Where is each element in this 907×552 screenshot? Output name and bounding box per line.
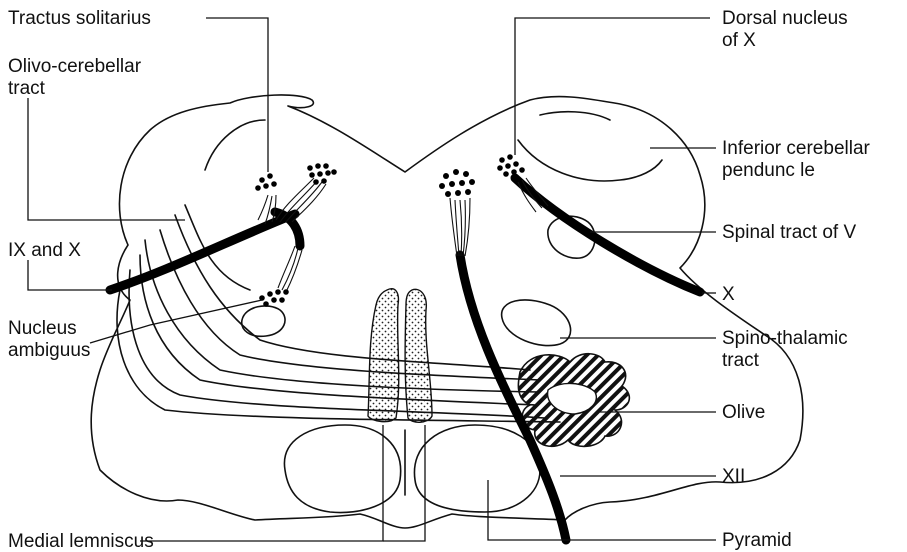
dorsal-vagal-dots-left <box>307 163 337 185</box>
label-dorsal-nucleus-line1: Dorsal nucleus <box>722 8 848 29</box>
medial-lemniscus-left <box>368 289 399 422</box>
left-peduncle-inner-contour <box>205 120 265 170</box>
label-medial-lemniscus: Medial lemniscus <box>8 531 154 552</box>
label-olivo-cerebellar-line2: tract <box>8 78 46 99</box>
ix-x-root-left <box>110 214 295 290</box>
label-nucleus-ambiguus-line1: Nucleus <box>8 318 77 339</box>
dorsal-nucleus-x-dots <box>497 154 525 177</box>
right-peduncle-inner-contour <box>518 140 662 181</box>
label-ix-and-x: IX and X <box>8 240 81 261</box>
label-dorsal-nucleus-line2: of X <box>722 30 756 51</box>
nucleus-ambiguus-dots <box>259 289 289 307</box>
label-inferior-cerebellar-line1: Inferior cerebellar <box>722 138 871 159</box>
pyramid-right <box>414 425 540 512</box>
label-spino-thalamic-line1: Spino-thalamic <box>722 328 848 349</box>
spino-thalamic-tract <box>502 300 571 346</box>
tractus-solitarius-nucleus-dots <box>255 173 277 191</box>
olivo-cerebellar-fibres <box>117 205 560 422</box>
x-root-right <box>515 178 700 292</box>
label-olivo-cerebellar-line1: Olivo-cerebellar <box>8 56 142 77</box>
right-peduncle-inner-contour-2 <box>540 112 610 120</box>
medulla-outline <box>91 95 803 528</box>
hypoglossal-nucleus-dots <box>439 169 475 197</box>
label-spino-thalamic-line2: tract <box>722 350 760 371</box>
label-pyramid: Pyramid <box>722 530 792 551</box>
label-xii: XII <box>722 466 745 487</box>
label-olive: Olive <box>722 402 765 423</box>
label-nucleus-ambiguus-line2: ambiguus <box>8 340 90 361</box>
label-tractus-solitarius: Tractus solitarius <box>8 8 151 29</box>
label-spinal-tract-v: Spinal tract of V <box>722 222 856 243</box>
label-x-nerve: X <box>722 284 735 305</box>
label-inferior-cerebellar-line2: pendunc le <box>722 160 815 181</box>
nucleus-ambiguus-body <box>242 306 285 336</box>
medial-lemniscus-right <box>405 289 432 422</box>
